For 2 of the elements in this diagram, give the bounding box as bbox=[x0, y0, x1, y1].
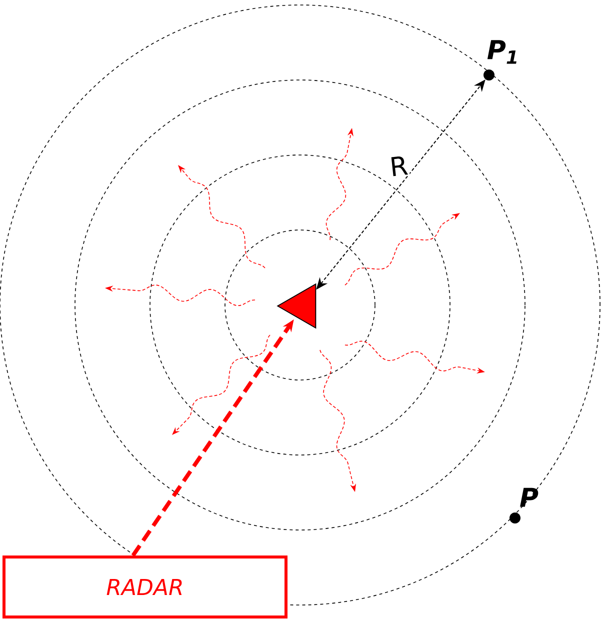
radar-box: RADAR bbox=[2, 556, 288, 618]
edge-label: R bbox=[388, 154, 410, 178]
